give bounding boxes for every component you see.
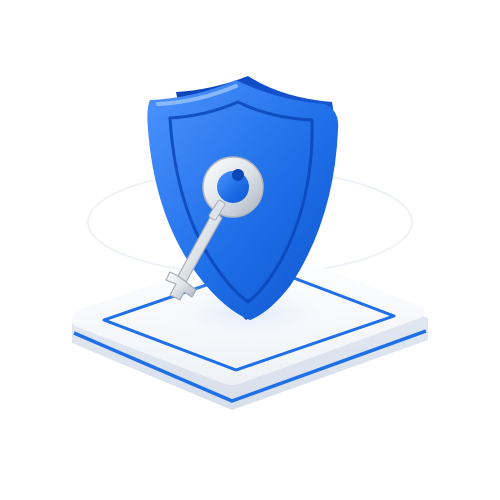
key-icon (165, 156, 264, 301)
